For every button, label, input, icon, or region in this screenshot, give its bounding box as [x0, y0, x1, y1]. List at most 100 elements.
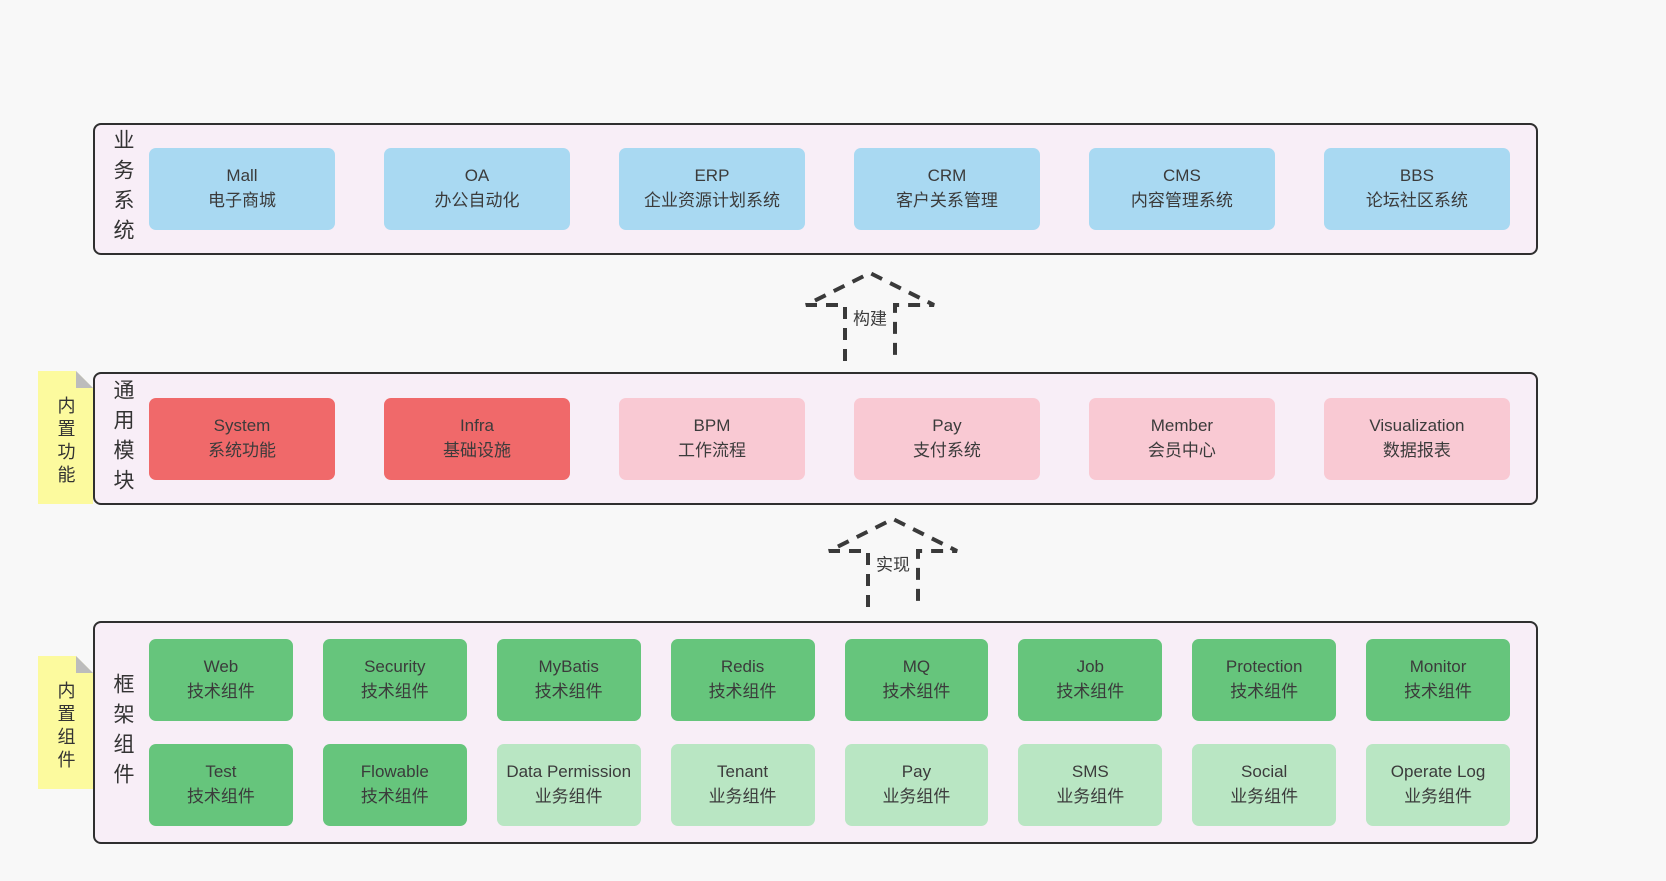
component-subtitle: 电子商城: [207, 191, 276, 210]
component-subtitle: 论坛社区系统: [1365, 191, 1468, 210]
sticky-note-text: 内置功能: [55, 395, 76, 488]
component-box-test: Test 技术组件: [149, 744, 293, 826]
band-label-business-systems: 业务系统: [111, 129, 134, 249]
component-title: Infra: [459, 415, 494, 435]
component-box-sms: SMS 业务组件: [1018, 744, 1163, 826]
component-box-visualization: Visualization 数据报表: [1323, 397, 1510, 480]
band-label-common-modules: 通用模块: [111, 378, 134, 499]
component-title: MyBatis: [538, 657, 599, 677]
component-subtitle: 工作流程: [677, 440, 746, 460]
component-title: CMS: [1163, 166, 1201, 186]
component-title: Mall: [226, 166, 258, 186]
component-box-member: Member 会员中心: [1088, 397, 1275, 480]
component-title: System: [213, 415, 271, 435]
component-subtitle: 技术组件: [1230, 682, 1299, 701]
component-subtitle: 基础设施: [442, 440, 511, 460]
component-title: Test: [205, 762, 237, 782]
component-box-security: Security 技术组件: [322, 639, 467, 721]
component-box-social: Social 业务组件: [1192, 744, 1337, 826]
component-box-infra: Infra 基础设施: [383, 397, 570, 480]
up-arrow-icon: [805, 270, 935, 361]
component-title: Pay: [932, 415, 962, 435]
component-subtitle: 技术组件: [360, 682, 429, 701]
component-title: Social: [1241, 762, 1288, 782]
component-box-mall: Mall 电子商城: [149, 148, 335, 230]
component-box-monitor: Monitor 技术组件: [1366, 639, 1510, 721]
component-subtitle: 技术组件: [534, 682, 603, 701]
component-title: BBS: [1399, 166, 1434, 186]
component-box-bbs: BBS 论坛社区系统: [1323, 148, 1510, 230]
component-title: Web: [203, 657, 239, 677]
component-title: BPM: [693, 415, 731, 435]
component-subtitle: 技术组件: [186, 787, 255, 806]
component-subtitle: 数据报表: [1382, 440, 1451, 460]
component-title: OA: [464, 166, 490, 186]
component-subtitle: 业务组件: [1230, 787, 1299, 806]
component-box-bpm: BPM 工作流程: [618, 397, 805, 480]
component-title: Protection: [1225, 657, 1303, 677]
component-title: Member: [1150, 415, 1214, 435]
component-subtitle: 企业资源计划系统: [643, 191, 780, 210]
component-title: Monitor: [1409, 657, 1467, 677]
component-box-operate-log: Operate Log 业务组件: [1366, 744, 1510, 826]
component-title: ERP: [694, 166, 730, 186]
component-title: Flowable: [360, 762, 429, 782]
component-box-pay: Pay 业务组件: [844, 744, 989, 826]
up-arrow-icon: [828, 516, 958, 607]
component-subtitle: 业务组件: [1404, 787, 1473, 806]
component-subtitle: 支付系统: [912, 440, 981, 460]
component-box-oa: OA 办公自动化: [383, 148, 570, 230]
component-title: Operate Log: [1390, 762, 1486, 782]
component-subtitle: 系统功能: [207, 440, 276, 460]
component-subtitle: 技术组件: [882, 682, 951, 701]
component-subtitle: 业务组件: [708, 787, 777, 806]
component-box-crm: CRM 客户关系管理: [853, 148, 1040, 230]
component-subtitle: 业务组件: [882, 787, 951, 806]
component-box-protection: Protection 技术组件: [1192, 639, 1337, 721]
dashed-up-arrow-build: 构建: [800, 268, 940, 363]
component-box-mq: MQ 技术组件: [844, 639, 989, 721]
component-box-data-permission: Data Permission 业务组件: [496, 744, 641, 826]
component-box-web: Web 技术组件: [149, 639, 293, 721]
component-subtitle: 会员中心: [1147, 440, 1216, 460]
component-subtitle: 技术组件: [186, 682, 255, 701]
component-box-flowable: Flowable 技术组件: [322, 744, 467, 826]
band-framework-components: 框架组件 Web 技术组件 Security 技术组件 MyBatis 技术组件 Redis…: [93, 621, 1538, 844]
sticky-note-text: 内置组件: [55, 680, 76, 773]
component-subtitle: 技术组件: [1056, 682, 1125, 701]
band-common-modules: 通用模块 System 系统功能 Infra 基础设施 BPM 工作流程 Pay 支付系统 Me…: [93, 372, 1538, 505]
band-boxes: System 系统功能 Infra 基础设施 BPM 工作流程 Pay 支付系统 Member 会…: [149, 374, 1536, 503]
component-title: Pay: [901, 762, 932, 782]
arrow-label-build: 构建: [850, 304, 890, 330]
component-subtitle: 技术组件: [360, 787, 429, 806]
component-title: SMS: [1071, 762, 1109, 782]
sticky-note-builtin-features: 内置功能: [38, 371, 93, 504]
component-box-system: System 系统功能: [149, 397, 335, 480]
component-subtitle: 办公自动化: [434, 191, 520, 210]
band-label-framework-components: 框架组件: [111, 672, 134, 793]
component-title: Job: [1076, 657, 1105, 677]
component-title: Tenant: [717, 762, 769, 782]
sticky-note-builtin-components: 内置组件: [38, 656, 93, 789]
component-title: Security: [364, 657, 426, 677]
component-subtitle: 业务组件: [534, 787, 603, 806]
component-subtitle: 技术组件: [1404, 682, 1473, 701]
component-title: Visualization: [1369, 415, 1465, 435]
component-box-tenant: Tenant 业务组件: [670, 744, 815, 826]
component-subtitle: 客户关系管理: [895, 191, 998, 210]
component-title: MQ: [902, 657, 931, 677]
component-subtitle: 业务组件: [1056, 787, 1125, 806]
dashed-up-arrow-implement: 实现: [823, 514, 963, 609]
component-title: CRM: [927, 166, 967, 186]
component-box-erp: ERP 企业资源计划系统: [618, 148, 805, 230]
component-title: Data Permission: [506, 762, 632, 782]
component-box-mybatis: MyBatis 技术组件: [496, 639, 641, 721]
component-title: Redis: [720, 657, 765, 677]
band-business-systems: 业务系统 Mall 电子商城 OA 办公自动化 ERP 企业资源计划系统 CRM 客户关系管理…: [93, 123, 1538, 255]
arrow-label-implement: 实现: [873, 550, 913, 576]
